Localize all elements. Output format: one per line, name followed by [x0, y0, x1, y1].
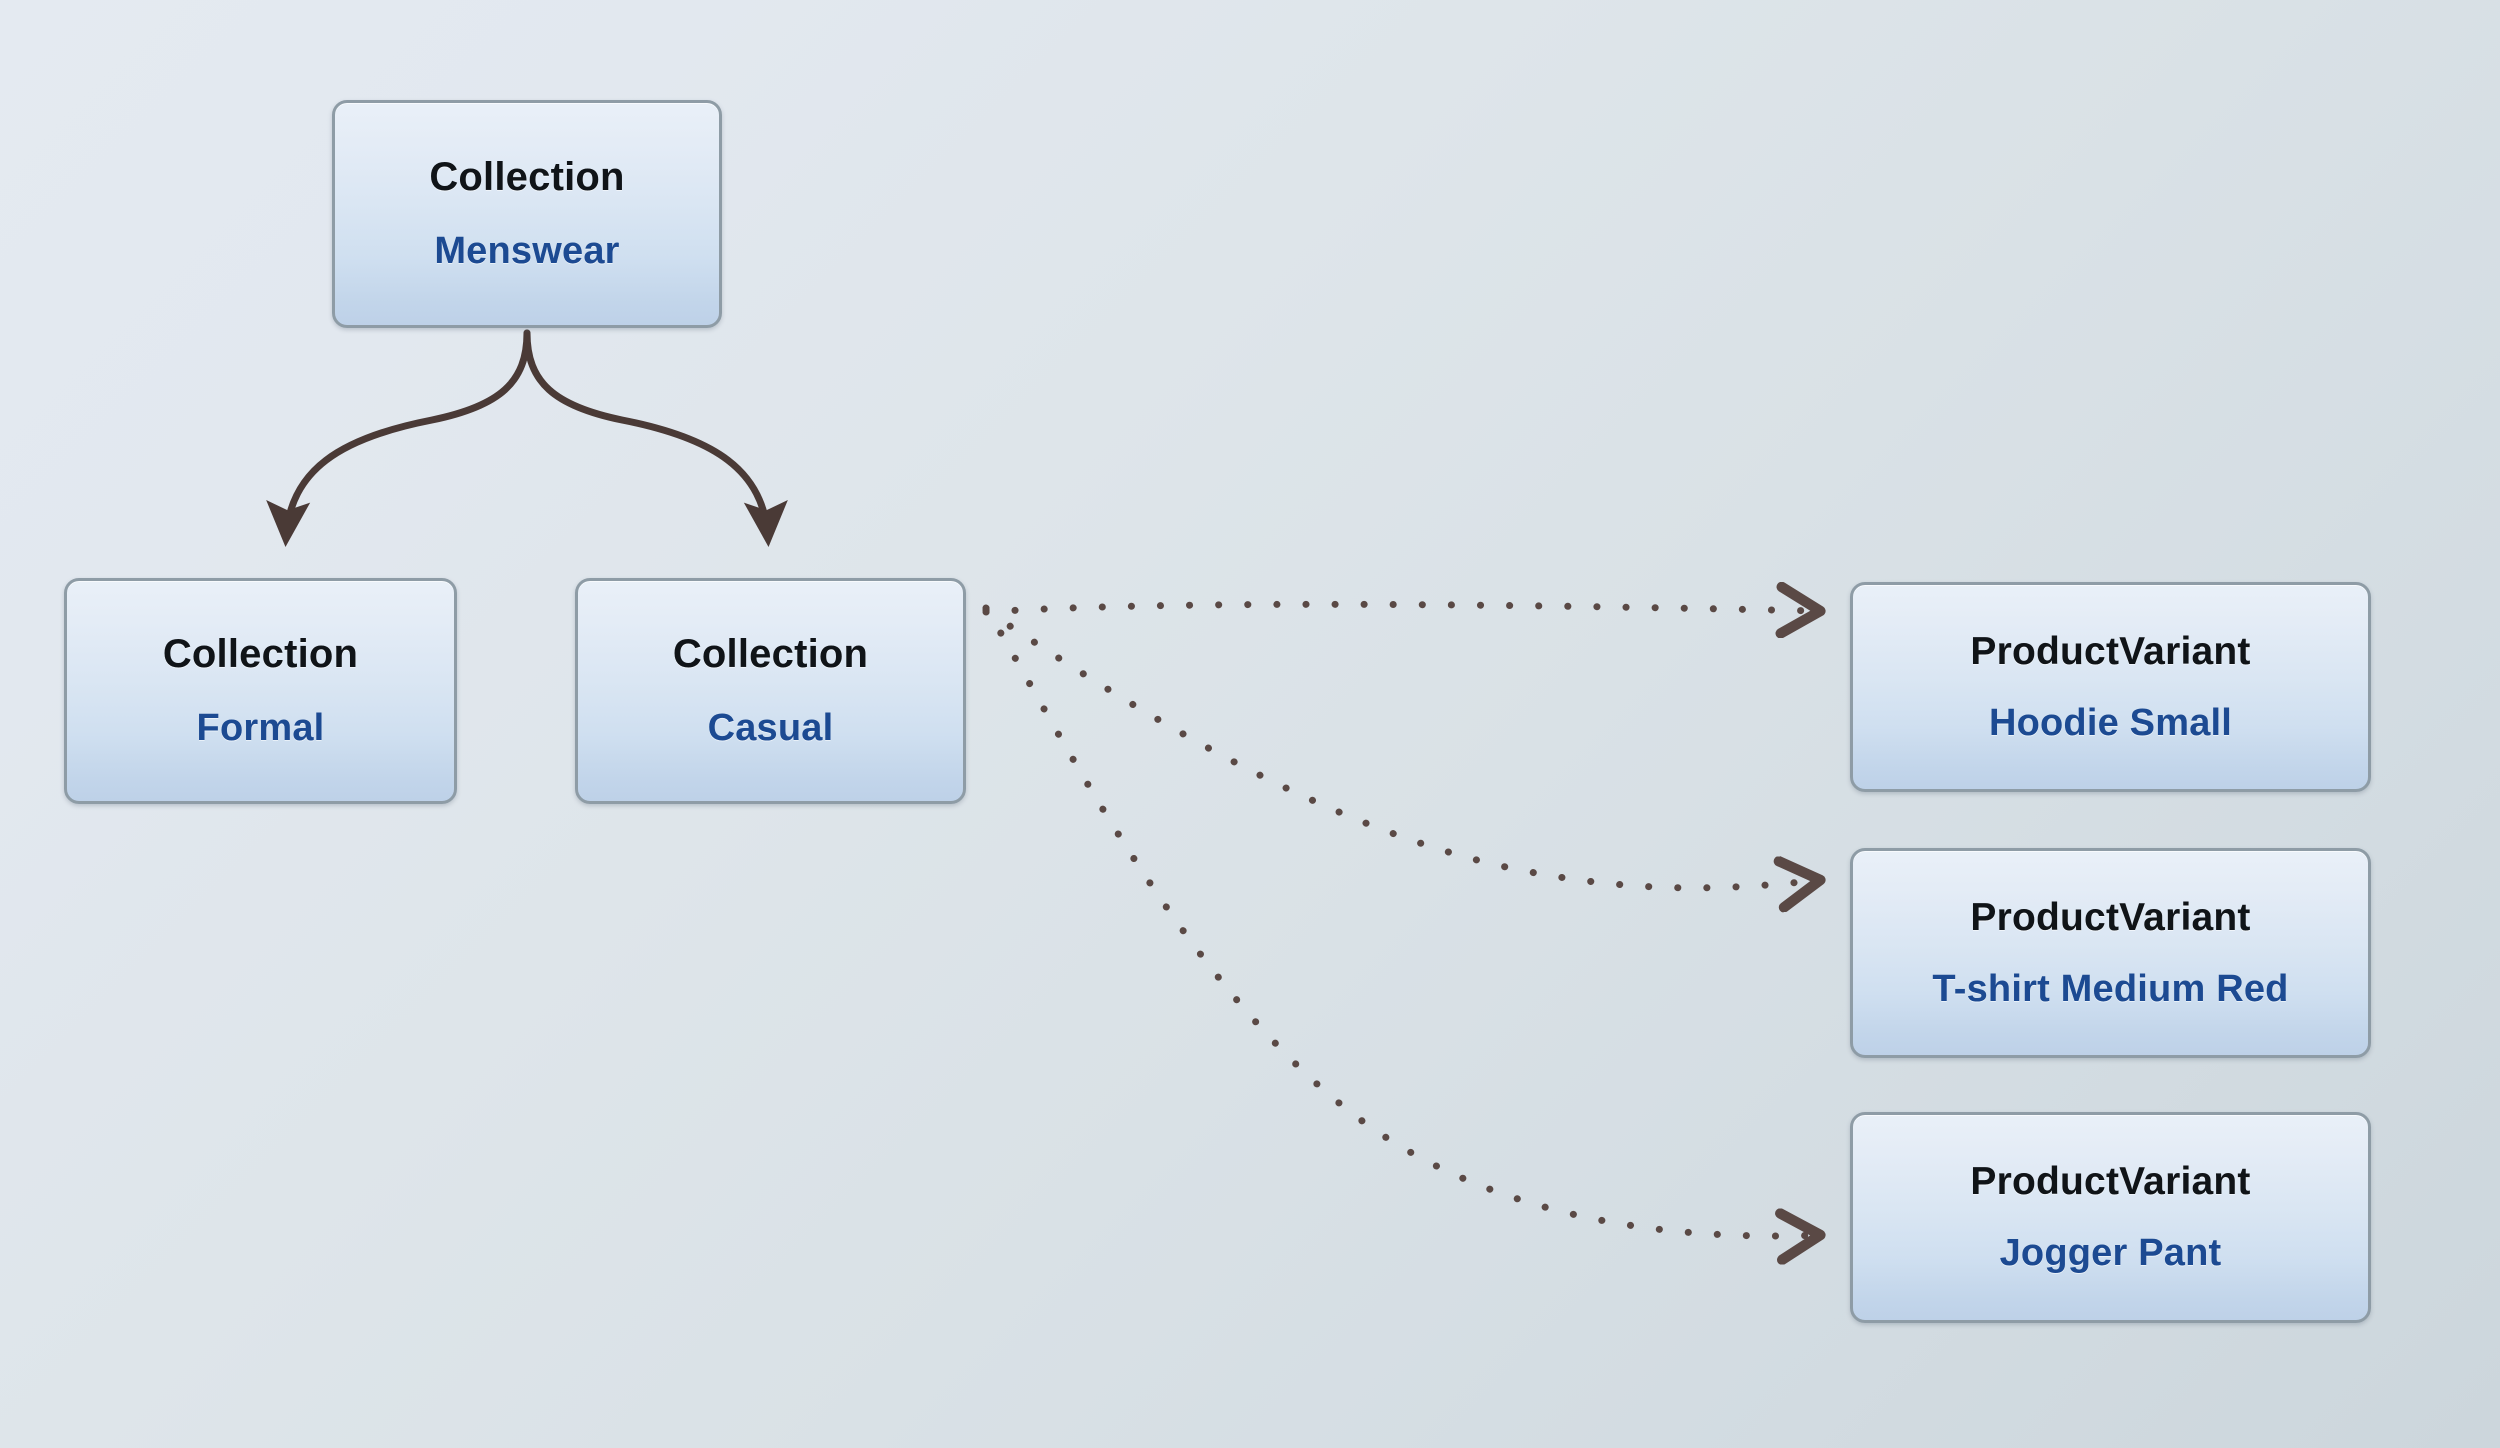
node-collection-menswear[interactable]: Collection Menswear — [332, 100, 722, 328]
node-value-label: Formal — [196, 707, 325, 749]
edge-menswear-to-formal — [266, 329, 531, 547]
node-productvariant-tshirt-medium-red[interactable]: ProductVariant T-shirt Medium Red — [1850, 848, 2371, 1058]
node-type-label: ProductVariant — [1970, 1160, 2251, 1203]
edge-casual-to-hoodie — [982, 604, 1820, 612]
edge-menswear-to-casual — [523, 329, 788, 547]
node-value-label: Menswear — [434, 230, 620, 272]
node-value-label: Casual — [707, 707, 834, 749]
node-value-label: Jogger Pant — [1999, 1232, 2222, 1274]
node-productvariant-hoodie-small[interactable]: ProductVariant Hoodie Small — [1850, 582, 2371, 792]
edge-casual-to-jogger — [982, 604, 1820, 1236]
node-type-label: Collection — [162, 632, 359, 676]
node-value-label: Hoodie Small — [1988, 701, 2233, 744]
node-collection-casual[interactable]: Collection Casual — [575, 578, 966, 804]
node-type-label: Collection — [429, 155, 625, 199]
node-type-label: Collection — [672, 632, 869, 676]
node-productvariant-jogger-pant[interactable]: ProductVariant Jogger Pant — [1850, 1112, 2371, 1323]
node-type-label: ProductVariant — [1970, 629, 2251, 673]
edge-casual-to-tshirt — [982, 606, 1820, 888]
node-value-label: T-shirt Medium Red — [1932, 967, 2289, 1010]
node-type-label: ProductVariant — [1970, 895, 2251, 939]
node-collection-formal[interactable]: Collection Formal — [64, 578, 457, 804]
